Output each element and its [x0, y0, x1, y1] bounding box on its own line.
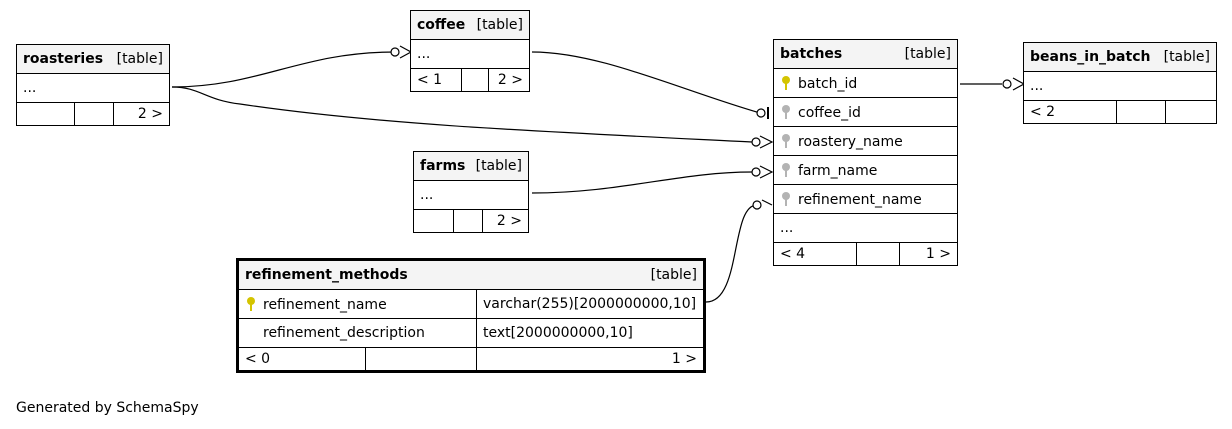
column-count [461, 68, 489, 92]
column-count [1116, 100, 1166, 124]
column-count [365, 347, 477, 372]
table-type: [table] [475, 158, 522, 174]
column-count [856, 242, 900, 266]
table-header: coffee [table] [410, 10, 530, 40]
column-row[interactable]: refinement_description [237, 318, 477, 348]
edge-roasteries-coffee [171, 51, 396, 88]
edge-end-marker [756, 108, 766, 118]
foreign-key-icon [782, 162, 790, 177]
ellipsis-row: ... [1023, 71, 1217, 101]
ellipsis-row: ... [773, 213, 958, 243]
table-header: farms [table] [413, 151, 529, 181]
table-name: beans_in_batch [1030, 49, 1151, 65]
children-count: 1 > [476, 347, 705, 372]
table-name: roasteries [23, 51, 104, 67]
table-refinement-methods[interactable]: refinement_methods [table] refinement_na… [236, 258, 706, 373]
edge-refinement-batches [705, 204, 758, 303]
children-count: 2 > [113, 102, 170, 126]
edge-farms-batches [531, 171, 753, 194]
generated-by-credit: Generated by SchemaSpy [16, 400, 199, 416]
table-type: [table] [1163, 49, 1210, 65]
column-row[interactable]: farm_name [773, 155, 958, 185]
ellipsis-row: ... [413, 180, 529, 210]
children-count: 1 > [899, 242, 958, 266]
ellipsis-row: ... [16, 73, 170, 103]
table-type: [table] [476, 17, 523, 33]
table-name: refinement_methods [245, 267, 408, 283]
edge-roasteries-batches [171, 86, 753, 143]
children-count [1165, 100, 1217, 124]
children-count: 2 > [488, 68, 530, 92]
primary-key-icon [247, 296, 255, 311]
edge-end-marker [751, 167, 761, 177]
column-row[interactable]: refinement_name [237, 289, 477, 319]
column-name: refinement_name [798, 191, 922, 208]
table-roasteries[interactable]: roasteries [table] ... 2 > [16, 44, 170, 126]
parents-count: < 1 [410, 68, 462, 92]
table-name: batches [780, 46, 843, 62]
column-datatype: text[2000000000,10] [476, 318, 705, 348]
parents-count [413, 209, 454, 233]
parents-count: < 4 [773, 242, 857, 266]
column-name: refinement_name [263, 296, 387, 313]
parents-count [16, 102, 75, 126]
edge-end-marker [752, 200, 762, 210]
table-header: roasteries [table] [16, 44, 170, 74]
table-type: [table] [116, 51, 163, 67]
column-row[interactable]: coffee_id [773, 97, 958, 127]
table-name: farms [420, 158, 466, 174]
table-header: batches [table] [773, 39, 958, 69]
column-datatype: varchar(255)[2000000000,10] [476, 289, 705, 319]
column-name: refinement_description [263, 325, 425, 341]
table-type: [table] [904, 46, 951, 62]
column-count [453, 209, 483, 233]
table-type: [table] [650, 267, 697, 283]
table-farms[interactable]: farms [table] ... 2 > [413, 151, 529, 233]
edge-end-marker [751, 137, 761, 147]
parents-count: < 0 [237, 347, 366, 372]
table-header: beans_in_batch [table] [1023, 42, 1217, 72]
column-row[interactable]: batch_id [773, 68, 958, 98]
foreign-key-icon [782, 104, 790, 119]
table-batches[interactable]: batches [table] batch_id coffee_id roast… [773, 39, 958, 266]
children-count: 2 > [482, 209, 529, 233]
foreign-key-icon [782, 133, 790, 148]
ellipsis-row: ... [410, 39, 530, 69]
column-name: farm_name [798, 162, 878, 179]
parents-count: < 2 [1023, 100, 1117, 124]
table-header: refinement_methods [table] [237, 259, 705, 290]
foreign-key-icon [782, 191, 790, 206]
primary-key-icon [782, 75, 790, 90]
edge-end-marker [390, 47, 400, 57]
column-row[interactable]: roastery_name [773, 126, 958, 156]
column-row[interactable]: refinement_name [773, 184, 958, 214]
edge-coffee-batches [531, 51, 761, 114]
column-name: roastery_name [798, 133, 903, 150]
column-name: coffee_id [798, 104, 861, 121]
edge-end-marker [1002, 79, 1012, 89]
table-name: coffee [417, 17, 466, 33]
column-count [74, 102, 114, 126]
column-name: batch_id [798, 75, 858, 92]
table-beans-in-batch[interactable]: beans_in_batch [table] ... < 2 [1023, 42, 1217, 124]
table-coffee[interactable]: coffee [table] ... < 1 2 > [410, 10, 530, 92]
